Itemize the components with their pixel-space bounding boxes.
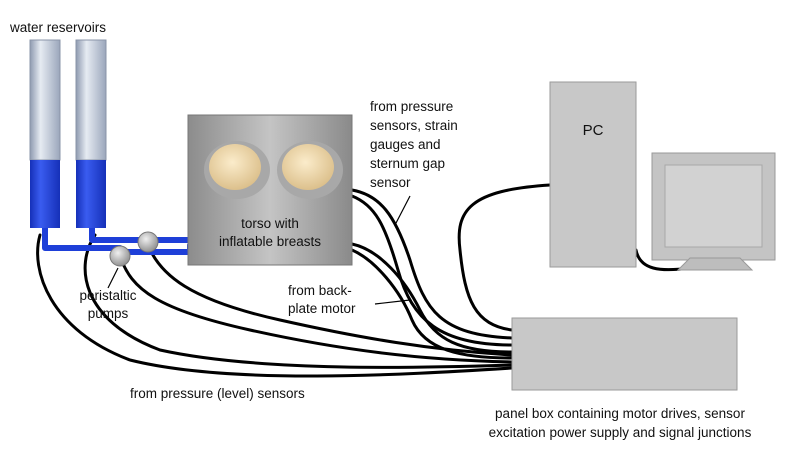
label-level-sensors: from pressure (level) sensors (130, 386, 305, 401)
cable-torso-3 (350, 242, 514, 354)
label-panel-line2: excitation power supply and signal junct… (489, 425, 752, 440)
label-pc: PC (583, 122, 604, 139)
label-backplate-line2: plate motor (288, 301, 356, 316)
water-reservoir-1 (29, 39, 61, 228)
cable-pc-panel (457, 183, 552, 332)
label-pumps-line2: pumps (88, 306, 129, 321)
cable-torso-1 (350, 188, 514, 340)
label-torso-line2: inflatable breasts (219, 234, 321, 249)
peristaltic-pump-2 (137, 231, 159, 253)
label-pressure-line1: from pressure (370, 99, 453, 114)
cable-pump2-panel (146, 243, 514, 357)
label-pressure-line3: gauges and (370, 137, 441, 152)
leader-pumps (107, 267, 119, 289)
cable-reservoir1-panel (36, 233, 514, 378)
leader-backplate (374, 299, 411, 305)
cable-pump1-panel (118, 253, 514, 364)
cable-reservoir2-panel (83, 233, 514, 369)
label-torso-line1: torso with (241, 216, 299, 231)
breast-right (282, 144, 334, 190)
label-pumps-line1: peristaltic (79, 288, 136, 303)
label-pressure-line4: sternum gap (370, 156, 445, 171)
signal-cables (36, 183, 692, 378)
label-water-reservoirs: water reservoirs (9, 20, 106, 35)
panel-box (511, 317, 738, 391)
monitor (651, 152, 776, 271)
water-reservoir-2 (75, 39, 107, 228)
cable-torso-2 (350, 194, 514, 347)
label-pressure-line5: sensor (370, 175, 411, 190)
breast-left (209, 144, 261, 190)
pc-tower (549, 81, 637, 268)
label-pressure-line2: sensors, strain (370, 118, 458, 133)
leader-pressure-sensors (394, 195, 411, 226)
label-backplate-line1: from back- (288, 283, 352, 298)
torso (187, 114, 353, 266)
peristaltic-pump-1 (109, 245, 131, 267)
cable-torso-4 (350, 248, 514, 360)
label-panel-line1: panel box containing motor drives, senso… (495, 406, 745, 421)
